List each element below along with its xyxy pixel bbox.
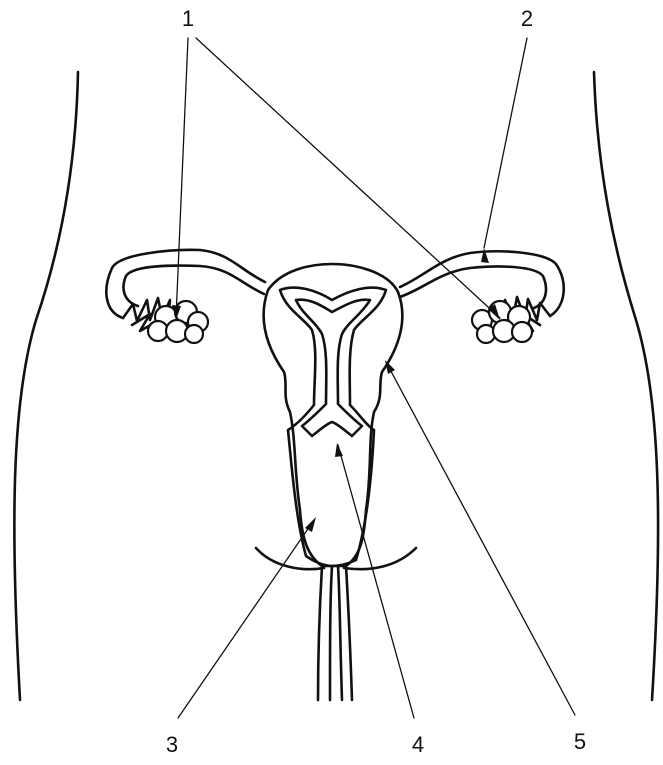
label-3: 3 [166,734,178,756]
label-1: 1 [182,8,194,30]
left-fallopian-tube-inner [123,266,264,306]
uterine-cavity [280,288,386,566]
leader-line-1b [196,38,500,318]
vagina-right-wall [346,566,352,700]
arrowhead-4 [335,443,343,457]
right-ovary [472,301,532,343]
label-4: 4 [412,734,424,756]
leader-line-5 [386,362,575,715]
body-outline-right [594,72,658,700]
label-5: 5 [574,731,586,753]
label-2: 2 [521,8,533,30]
vagina-inner-left [330,566,332,700]
leader-line-3 [178,520,314,718]
vagina-inner-right [338,566,342,700]
leader-line-4 [338,445,414,718]
leader-line-2 [484,38,527,248]
right-fallopian-tube-inner [400,267,546,308]
vagina-left-wall [318,566,322,700]
uterus-outer-wall [264,264,403,566]
arrowhead-5 [385,360,395,374]
body-outline-left [14,72,78,700]
leader-line-1a [176,38,188,318]
